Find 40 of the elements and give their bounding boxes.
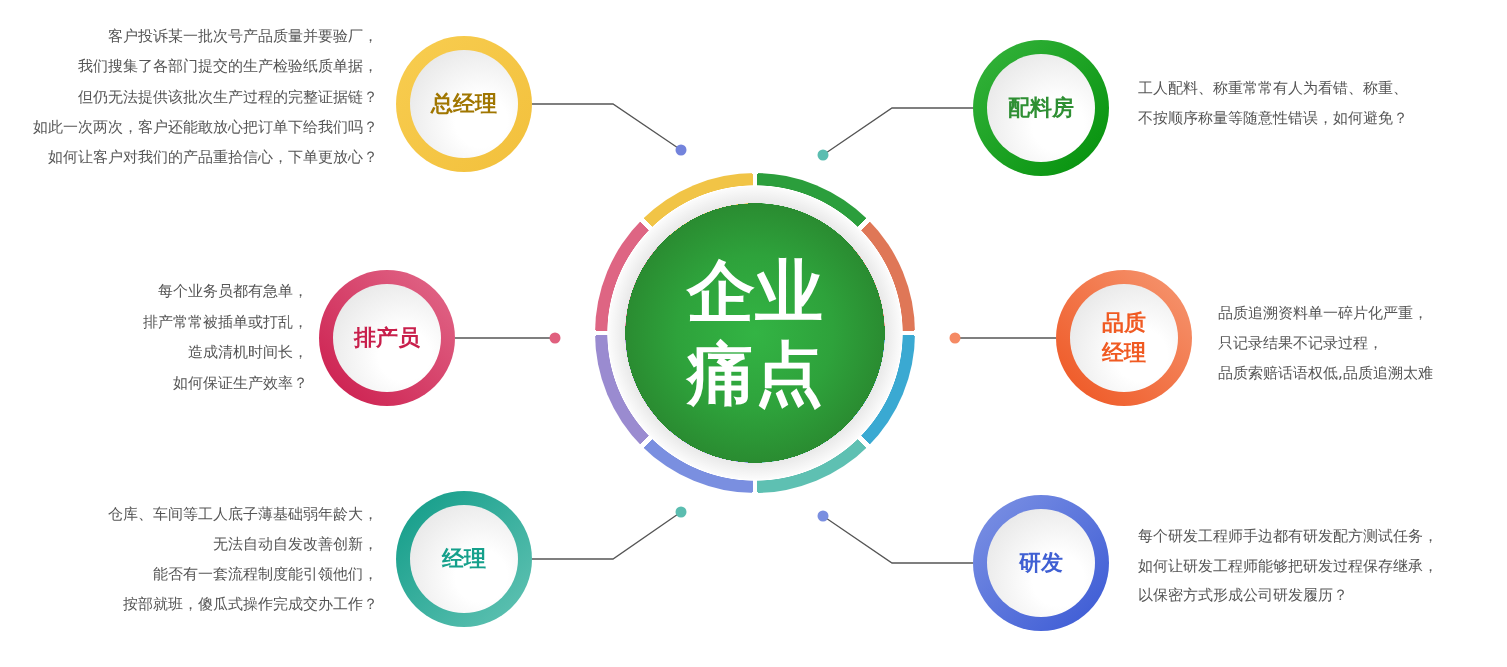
description-text: 每个业务员都有急单， [158,281,308,301]
role-label: 经理 [442,545,486,573]
role-label: 研发 [1019,549,1063,577]
role-label: 品质经理 [1101,309,1147,367]
description-text: 品质追溯资料单一碎片化严重， [1218,303,1428,323]
role-circle [396,491,532,627]
description-text: 如此一次两次，客户还能敢放心把订单下给我们吗？ [33,116,378,137]
description-text: 如何让研发工程师能够把研发过程保存继承， [1138,555,1438,576]
description-text: 不按顺序称量等随意性错误，如何避免？ [1138,108,1408,128]
role-circle [319,270,455,406]
description-text: 如何让客户对我们的产品重拾信心，下单更放心？ [48,147,378,168]
description-text: 每个研发工程师手边都有研发配方测试任务， [1138,526,1438,546]
description-text: 以保密方式形成公司研发履历？ [1138,585,1348,606]
connector-line [817,510,974,564]
role-circle [396,36,532,172]
description-text: 品质索赔话语权低,品质追溯太难 [1218,363,1433,383]
description-text: 如何保证生产效率？ [173,372,308,393]
description-text: 排产常常被插单或打乱， [143,311,308,332]
connector-line [949,332,1057,344]
connector-line [531,103,687,156]
role-label: 配料房 [1008,94,1074,122]
description-text: 无法自动自发改善创新， [213,534,378,554]
role-label: 排产员 [354,324,420,352]
role-circle [1056,270,1192,406]
connector-line [531,506,687,560]
connector-line [454,332,561,344]
description-text: 工人配料、称重常常有人为看错、称重、 [1138,78,1408,98]
description-text: 但仍无法提供该批次生产过程的完整证据链？ [78,86,378,107]
description-text: 造成清机时间长， [188,342,308,362]
description-text: 仓库、车间等工人底子薄基础弱年龄大， [108,504,378,524]
role-label: 总经理 [431,90,497,118]
hub-title: 企业痛点 [685,251,824,415]
description-text: 我们搜集了各部门提交的生产检验纸质单据， [78,56,378,77]
description-text: 客户投诉某一批次号产品质量并要验厂， [108,26,378,46]
description-text: 能否有一套流程制度能引领他们， [153,564,378,584]
connector-line [817,107,974,161]
role-circle [973,40,1109,176]
role-circle [973,495,1109,631]
description-text: 按部就班，傻瓜式操作完成交办工作？ [123,594,378,614]
description-text: 只记录结果不记录过程， [1218,333,1383,353]
